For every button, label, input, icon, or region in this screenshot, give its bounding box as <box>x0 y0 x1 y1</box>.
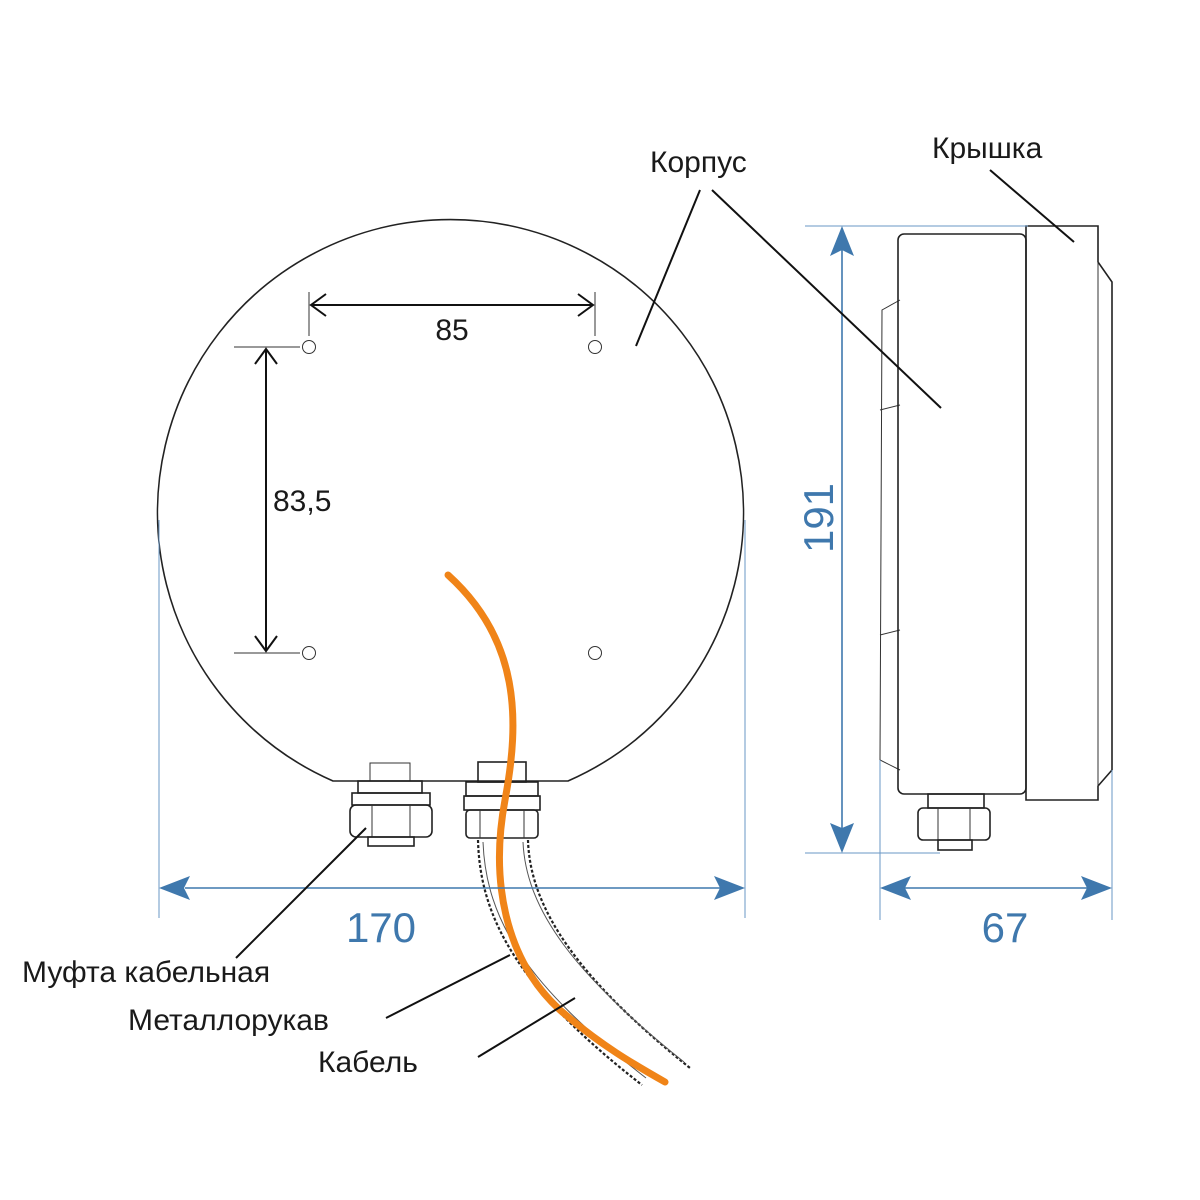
label-kabel: Кабель <box>318 1046 418 1079</box>
dimension-83-5: 83,5 <box>234 346 331 654</box>
cable-gland-front <box>349 762 433 847</box>
mounting-hole-bottom-left <box>302 646 316 660</box>
cable <box>444 571 669 1086</box>
dimension-85-label: 85 <box>435 314 468 347</box>
label-mufta: Муфта кабельная <box>22 956 270 989</box>
mounting-hole-bottom-right <box>588 646 602 660</box>
label-metallorukav: Металлорукав <box>128 1004 329 1037</box>
metal-hose <box>476 839 691 1086</box>
mounting-hole-top-right <box>588 340 602 354</box>
mounting-hole-top-left <box>302 340 316 354</box>
side-view: 191 67 <box>795 225 1113 951</box>
front-view: 85 83,5 <box>156 218 746 1086</box>
dimension-85: 85 <box>308 292 596 347</box>
housing-front-outline <box>156 218 745 782</box>
side-back-profile <box>879 299 901 771</box>
annotations: Корпус Крышка Муфта кабельная Металлорук… <box>22 132 1075 1079</box>
dimension-83-5-label: 83,5 <box>273 485 331 518</box>
dimension-191: 191 <box>795 225 1028 854</box>
label-korpus: Корпус <box>650 146 747 179</box>
side-cover <box>1025 225 1113 801</box>
dimension-67: 67 <box>879 760 1113 951</box>
dimension-67-label: 67 <box>982 904 1029 951</box>
dimension-170: 170 <box>158 520 746 951</box>
cable-gland-side <box>917 793 991 851</box>
side-housing <box>897 233 1027 795</box>
dimension-170-label: 170 <box>346 904 416 951</box>
label-kryshka: Крышка <box>932 132 1043 165</box>
dimension-191-label: 191 <box>795 483 842 553</box>
